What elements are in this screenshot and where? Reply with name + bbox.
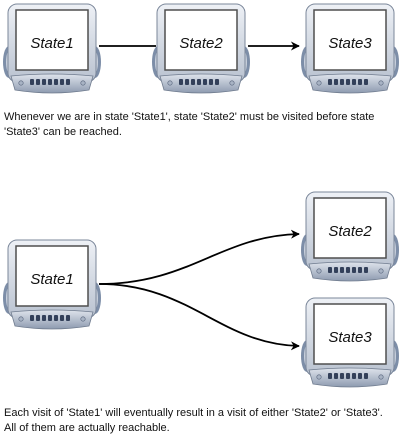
diagram1-caption: Whenever we are in state 'State1', state… (4, 111, 375, 138)
d1-state-node-3: State3 (300, 3, 400, 94)
d1-state-label-1: State1 (30, 35, 73, 52)
d1-state-label-2: State2 (179, 35, 223, 52)
diagram2-caption: Each visit of 'State1' will eventually r… (4, 407, 383, 434)
d2-state-label-1: State1 (30, 271, 73, 288)
d1-state-label-3: State3 (328, 35, 372, 52)
d2-state-label-2: State2 (328, 223, 372, 240)
d2-state-label-3: State3 (328, 329, 372, 346)
d2-edge-state1-state2 (98, 229, 300, 285)
d1-state-node-2: State2 (151, 3, 251, 94)
d2-edge-state1-state3 (98, 283, 300, 351)
d1-state-node-1: State1 (2, 3, 102, 94)
d2-state-node-2: State2 (300, 191, 400, 282)
d2-state-node-3: State3 (300, 297, 400, 388)
d2-state-node-1: State1 (2, 239, 102, 330)
